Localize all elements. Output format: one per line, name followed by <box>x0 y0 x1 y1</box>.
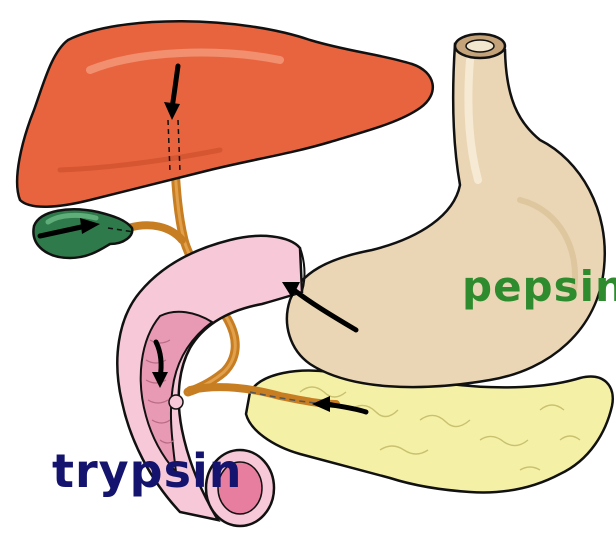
trypsin-label: trypsin <box>52 444 242 498</box>
pepsin-label: pepsin <box>462 262 616 311</box>
pancreas <box>246 371 613 493</box>
cystic-duct <box>128 225 182 240</box>
liver <box>17 21 433 207</box>
